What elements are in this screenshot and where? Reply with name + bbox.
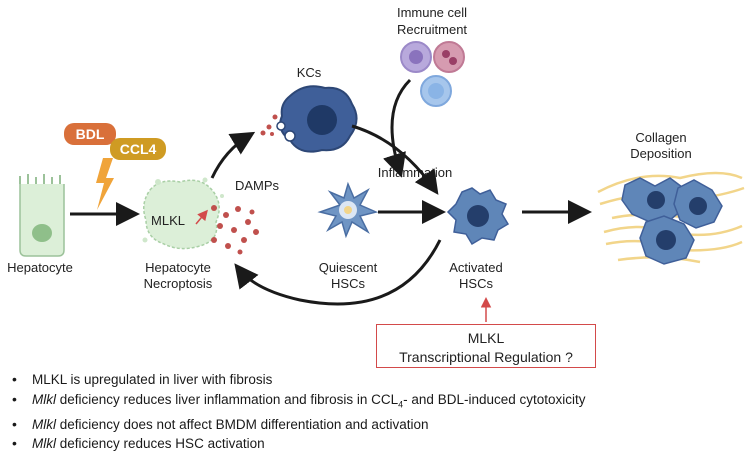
damps-label: DAMPs: [235, 178, 280, 193]
mlkl-cell-label: MLKL: [151, 213, 185, 228]
activated-label-line1: Activated: [449, 260, 502, 275]
bullet-item: Mlkl deficiency reduces HSC activation: [8, 434, 743, 454]
immune-label-line2: Recruitment: [397, 22, 467, 37]
mlkl-up-arrow: [195, 209, 208, 225]
immune-label-line1: Immune cell: [397, 5, 467, 20]
svg-text:BDL: BDL: [76, 126, 105, 142]
bullet-item: MLKL is upregulated in liver with fibros…: [8, 370, 743, 390]
ccl4-badge: CCL4: [110, 138, 166, 160]
arrow-necroptosis-to-kcs: [210, 131, 256, 179]
pathway-diagram: Immune cell Recruitment KCs Collagen Dep…: [7, 5, 745, 322]
box-line2: Transcriptional Regulation ?: [399, 349, 573, 365]
necroptosis-label-line1: Hepatocyte: [145, 260, 211, 275]
arrow-immune-recruitment: [383, 78, 412, 178]
quiescent-label-line2: HSCs: [331, 276, 365, 291]
lightning-icon: [96, 158, 114, 210]
mlkl-regulation-box: MLKL Transcriptional Regulation ?: [376, 324, 596, 368]
necroptosis-label-line2: Necroptosis: [144, 276, 213, 291]
hepatocyte-icon: [19, 174, 65, 257]
kupffer-cell-icon: [276, 85, 358, 153]
activated-hsc-icon: [446, 187, 510, 246]
collagen-label-line2: Deposition: [630, 146, 691, 161]
damps-particles: [211, 205, 259, 255]
bullet-item: Mlkl deficiency reduces liver inflammati…: [8, 390, 743, 415]
quiescent-label-line1: Quiescent: [319, 260, 378, 275]
quiescent-hsc-icon: [317, 181, 379, 239]
pathway-arrows: [70, 78, 592, 306]
engulfed-damps: [260, 114, 278, 136]
fibrotic-hsc-cluster-icon: [621, 177, 723, 265]
kcs-label: KCs: [297, 65, 322, 80]
arrow-kcs-to-activation: [351, 124, 439, 195]
box-line1: MLKL: [467, 330, 505, 346]
bdl-badge: BDL: [64, 123, 116, 145]
collagen-label-line1: Collagen: [635, 130, 686, 145]
immune-cells-icon: [400, 41, 465, 107]
arrow-feedback-to-necroptosis: [234, 239, 442, 306]
findings-list: MLKL is upregulated in liver with fibros…: [8, 370, 743, 454]
svg-text:CCL4: CCL4: [120, 141, 157, 157]
hepatocyte-label: Hepatocyte: [7, 260, 73, 275]
activated-label-line2: HSCs: [459, 276, 493, 291]
bullet-item: Mlkl deficiency does not affect BMDM dif…: [8, 415, 743, 435]
